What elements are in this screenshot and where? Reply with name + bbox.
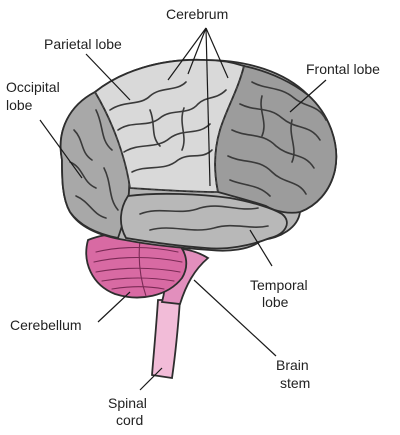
- spinal-cord: [151, 299, 181, 380]
- spinal-cord-label-line2: cord: [116, 412, 143, 428]
- cerebrum-leader-3: [205, 27, 211, 187]
- leader-lines: [39, 27, 327, 391]
- temporal-leader: [249, 229, 273, 267]
- brain-stem-label-line2: stem: [280, 375, 310, 391]
- occipital-lobe: [59, 90, 131, 240]
- cerebrum-leader-4: [205, 27, 229, 79]
- lobe-boundaries: [94, 65, 245, 193]
- cerebrum-leader-2: [187, 27, 207, 75]
- brainstem-leader: [193, 279, 277, 357]
- occipital-lobe-label-line1: Occipital: [6, 79, 60, 95]
- parietal-lobe-label: Parietal lobe: [44, 36, 122, 52]
- frontal-lobe-label: Frontal lobe: [306, 61, 380, 77]
- temporal-lobe: [120, 192, 288, 250]
- cerebellum-leader: [97, 291, 131, 323]
- occipital-lobe-label-line2: lobe: [6, 97, 33, 113]
- cerebellum-label: Cerebellum: [10, 317, 82, 333]
- spinal-cord-label-line1: Spinal: [108, 395, 147, 411]
- frontal-leader: [289, 79, 327, 113]
- cerebellum-folia: [93, 239, 183, 297]
- cerebral-gyri: [69, 81, 327, 231]
- parietal-leader: [85, 53, 131, 101]
- cerebrum-leader-1: [167, 27, 207, 81]
- cerebrum-label: Cerebrum: [166, 6, 228, 22]
- temporal-lobe-label-line2: lobe: [262, 294, 289, 310]
- temporal-lobe-label-line1: Temporal: [250, 277, 308, 293]
- brain-stem-label-line1: Brain: [276, 357, 309, 373]
- spinal-leader: [139, 367, 163, 391]
- occipital-leader: [39, 119, 83, 179]
